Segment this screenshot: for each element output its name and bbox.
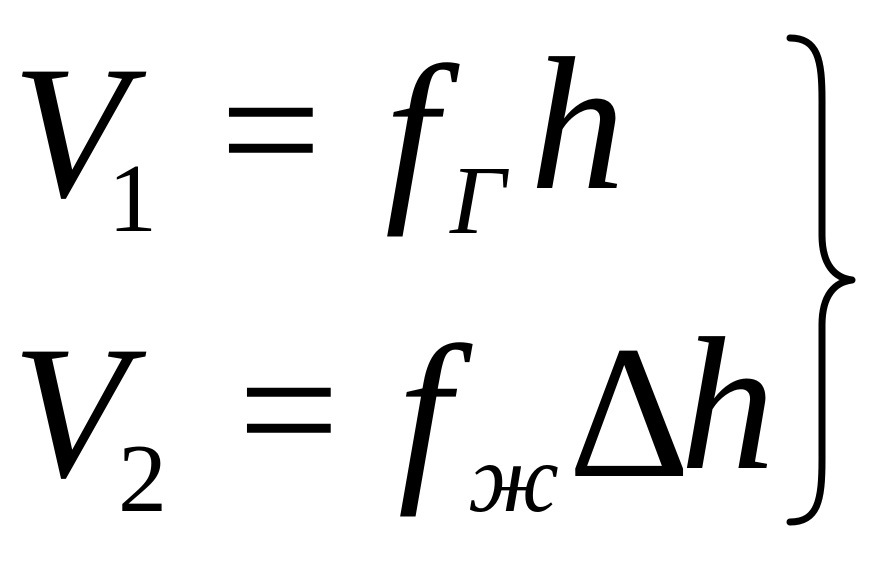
rhs-symbol: f	[385, 28, 438, 238]
tail-symbol: h	[680, 300, 775, 510]
delta-symbol: Δ	[568, 308, 691, 518]
lhs-symbol: V	[12, 28, 129, 238]
equals-sign: =	[220, 30, 322, 229]
lhs-subscript: 1	[108, 145, 157, 253]
rhs-subscript: ж	[468, 425, 560, 533]
tail-symbol: h	[530, 20, 625, 230]
rhs-subscript: Г	[450, 147, 506, 255]
right-brace	[786, 34, 856, 526]
rhs-symbol: f	[398, 308, 451, 518]
equals-sign: =	[238, 310, 340, 509]
lhs-symbol: V	[12, 308, 129, 518]
lhs-subscript: 2	[118, 425, 167, 533]
